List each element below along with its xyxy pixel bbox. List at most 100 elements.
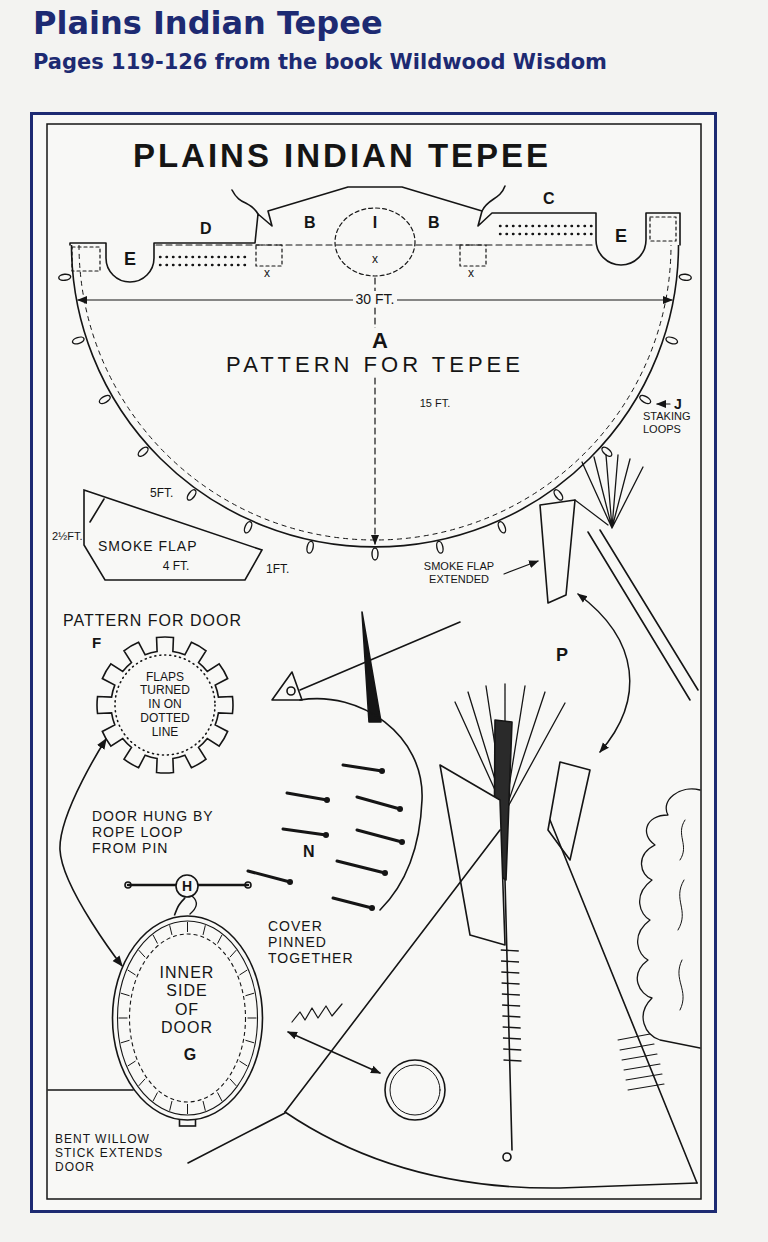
radius-line <box>374 278 375 544</box>
front-seam <box>505 880 512 1150</box>
part-letter: A <box>369 328 391 353</box>
dimension-text: 2½FT. <box>52 530 83 543</box>
shading <box>618 1034 664 1090</box>
pin-knob <box>245 882 251 888</box>
door-rim-tick <box>218 935 223 944</box>
outline-group <box>72 245 679 547</box>
smoke-flap-outline <box>84 490 262 580</box>
pin-head <box>323 832 329 838</box>
tepee-pole <box>600 530 698 690</box>
staking-loops <box>58 274 691 560</box>
door-rim-tick <box>128 970 136 975</box>
pin-head <box>287 879 293 885</box>
lacing-pin <box>287 793 327 800</box>
cover-edge <box>300 622 460 690</box>
part-letter: J <box>674 396 682 412</box>
picture-frame <box>32 114 716 1212</box>
pattern-top-edge <box>70 187 680 282</box>
pin-heads <box>287 768 405 911</box>
door-rim-tick <box>245 993 254 996</box>
staking-loop <box>679 274 692 281</box>
door-rim <box>118 921 258 1115</box>
cover-hook <box>272 672 302 700</box>
staking-loop <box>186 488 198 501</box>
seam-pin <box>502 1005 520 1006</box>
pin-head <box>369 905 375 911</box>
drawing-border <box>47 124 701 1199</box>
tie-string <box>482 186 505 211</box>
pocket-square <box>460 245 486 266</box>
dimension-text: 4 FT. <box>163 560 190 574</box>
staking-loop <box>306 541 314 554</box>
lacing-square <box>72 247 100 271</box>
pin-ring-outline <box>176 875 198 897</box>
seam-pin <box>503 1038 521 1039</box>
tepee-door <box>385 1060 445 1120</box>
staking-loop <box>72 336 85 345</box>
seam-pins <box>501 950 522 1061</box>
node-outline <box>110 912 265 1124</box>
staking-loop <box>665 336 678 345</box>
staking-loop <box>639 394 652 405</box>
seam-pin <box>501 950 519 951</box>
dimension-text: 5FT. <box>150 487 173 501</box>
cover-seam <box>300 699 422 910</box>
pole-tips <box>582 455 643 528</box>
pin-head <box>379 768 385 774</box>
staking-loop <box>436 541 444 554</box>
flap-tie <box>90 499 104 522</box>
note-text: DOOR HUNG BY ROPE LOOP FROM PIN <box>92 808 227 856</box>
pin-head <box>382 870 388 876</box>
lacing-pins <box>248 765 402 908</box>
center-tie-ring <box>335 208 415 276</box>
lacing-pin <box>337 861 385 873</box>
part-title: SMOKE FLAP <box>98 538 197 554</box>
tie-string <box>232 190 258 214</box>
door-rim-tick <box>239 970 247 975</box>
page-title: Plains Indian Tepee <box>33 4 383 42</box>
lacing-holes <box>500 233 592 235</box>
dimension-text: 15 FT. <box>420 397 451 410</box>
door-rim-tick <box>239 1061 247 1066</box>
lacing-holes <box>160 256 250 258</box>
part-letter: F <box>92 634 101 651</box>
door-rim-tick <box>230 950 236 957</box>
door-pattern: FLAPS TURNED IN ON DOTTED LINE <box>95 635 235 775</box>
note-text: COVER PINNED TOGETHER <box>268 918 368 966</box>
lacing-pin <box>333 898 372 908</box>
smoke-flap-extended <box>540 500 575 603</box>
tepee-smoke-flap <box>440 765 505 945</box>
part-letter: B <box>428 214 440 232</box>
staking-loop <box>497 521 507 534</box>
lacing-square <box>650 217 676 241</box>
fold-line <box>115 655 215 755</box>
ground-line <box>48 1089 133 1091</box>
part-title: INNER SIDE OF DOOR <box>158 964 216 1038</box>
door-rim-tick <box>248 1018 257 1019</box>
part-letter: E <box>615 226 627 247</box>
door-rim-tick <box>170 1101 172 1111</box>
leader-line <box>504 561 538 574</box>
stake-hole <box>503 1153 511 1161</box>
tepee-base <box>285 1112 697 1188</box>
staking-loop <box>58 274 71 281</box>
lacing-holes <box>160 264 250 266</box>
pin-knob <box>125 882 131 888</box>
part-letter: B <box>304 214 316 232</box>
door-outline <box>113 916 263 1120</box>
note-text: BENT WILLOW STICK EXTENDS DOOR <box>55 1133 190 1174</box>
part-letter: D <box>200 220 212 238</box>
seam-pin <box>502 994 520 995</box>
note-text: FLAPS TURNED IN ON DOTTED LINE <box>133 671 197 740</box>
door-rim-tick <box>128 1061 136 1066</box>
door-stitch-line <box>130 934 246 1102</box>
hem-line <box>79 245 671 540</box>
pattern-arc <box>72 245 679 547</box>
staking-loop <box>552 488 564 501</box>
part-title: PATTERN FOR DOOR <box>63 612 242 630</box>
note-text: STAKING LOOPS <box>643 410 699 435</box>
door-inner-side: INNER SIDE OF DOORG <box>110 912 265 1124</box>
lacing-holes <box>500 225 592 227</box>
cut-mark: x <box>372 253 378 267</box>
